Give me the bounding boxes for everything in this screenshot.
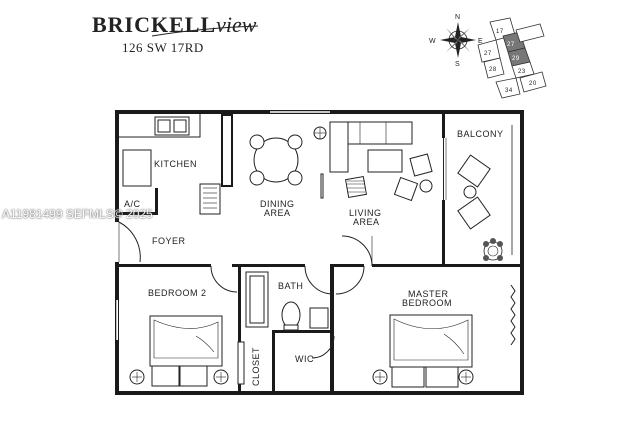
label-kitchen: KITCHEN bbox=[154, 159, 197, 169]
compass-n: N bbox=[455, 14, 461, 21]
label-living-area: AREA bbox=[353, 217, 380, 227]
label-dining: DINING bbox=[260, 199, 295, 209]
label-dining-area: AREA bbox=[264, 208, 291, 218]
site-unit-28: 28 bbox=[489, 67, 497, 73]
label-bath: BATH bbox=[278, 281, 303, 291]
label-master-bedroom: BEDROOM bbox=[402, 298, 452, 308]
compass-e: E bbox=[478, 38, 483, 45]
entry-door-swing bbox=[118, 221, 141, 263]
interior-walls bbox=[119, 114, 520, 391]
kitchen-counters bbox=[119, 114, 233, 215]
master-bed bbox=[372, 314, 474, 388]
label-closet: CLOSET bbox=[251, 347, 261, 386]
balcony-furniture bbox=[457, 154, 503, 261]
living-furniture bbox=[313, 121, 433, 202]
dining-table bbox=[249, 134, 303, 186]
compass-rose-icon: N E S W bbox=[429, 14, 483, 68]
site-unit-20: 20 bbox=[529, 81, 537, 87]
closet-door bbox=[237, 341, 245, 385]
site-unit-23: 23 bbox=[518, 69, 526, 75]
label-foyer: FOYER bbox=[152, 236, 186, 246]
site-unit-27b: 27 bbox=[484, 51, 492, 57]
compass-s: S bbox=[455, 61, 460, 68]
master-closet-door bbox=[510, 284, 516, 346]
site-plan-map: 17 27 29 27 28 23 20 34 bbox=[477, 17, 547, 99]
compass-w: W bbox=[429, 38, 436, 45]
building-address: 126 SW 17RD bbox=[122, 40, 204, 55]
site-unit-34: 34 bbox=[505, 88, 513, 94]
bedroom2-door-swing bbox=[210, 265, 238, 293]
site-unit-17: 17 bbox=[496, 29, 504, 35]
label-living: LIVING bbox=[349, 208, 382, 218]
label-balcony: BALCONY bbox=[457, 129, 504, 139]
label-ac: A/C bbox=[124, 199, 141, 209]
bedroom2-bed bbox=[129, 315, 229, 387]
site-unit-27a: 27 bbox=[507, 42, 515, 48]
brand-logo: BRICKELLview bbox=[92, 12, 256, 38]
label-master: MASTER bbox=[408, 289, 449, 299]
brand-name-script: view bbox=[216, 12, 257, 37]
brand-name-caps: BRICKELL bbox=[92, 12, 217, 37]
bath-fixtures bbox=[245, 265, 334, 331]
site-unit-29: 29 bbox=[512, 56, 520, 62]
label-bedroom2: BEDROOM 2 bbox=[148, 288, 207, 298]
bedroom-door-swing bbox=[341, 235, 373, 267]
label-wic: WIC bbox=[295, 354, 314, 364]
mls-watermark: A11981499 SEFMLS© 2025 bbox=[2, 207, 153, 221]
